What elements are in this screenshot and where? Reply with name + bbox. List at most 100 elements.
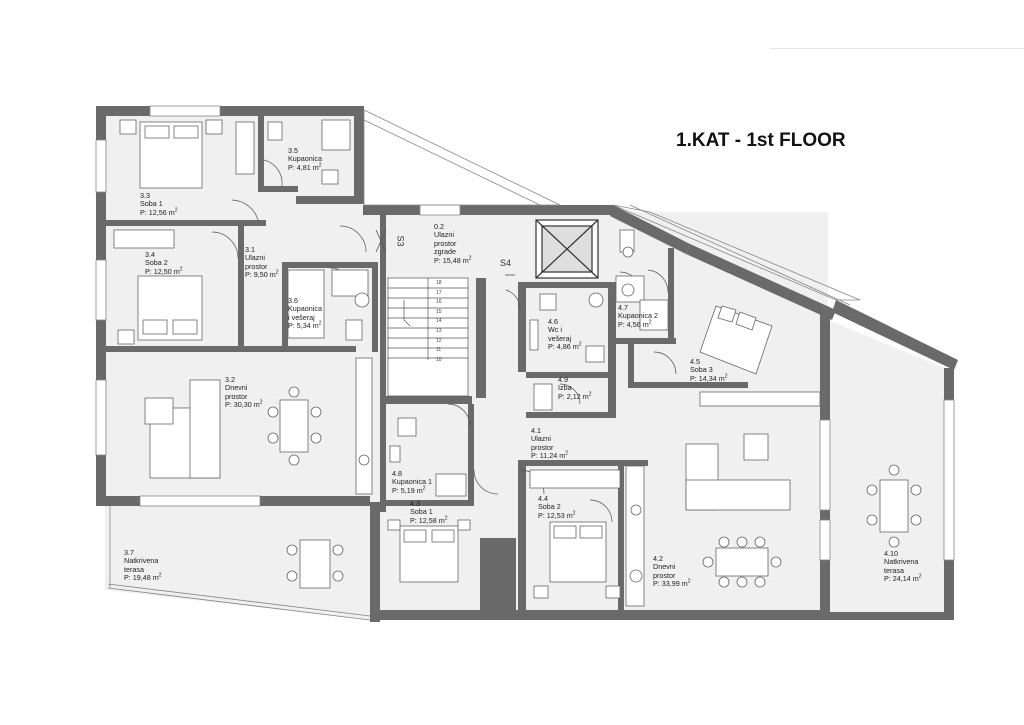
section-marker-s4: S4 — [500, 258, 512, 268]
room-name: Dnevni — [225, 383, 248, 393]
room-area: P: 2,12 m2 — [558, 391, 592, 401]
room-name: Kupaonica 1 — [392, 477, 432, 487]
header-rule — [770, 48, 1024, 49]
room-area: P: 24,14 m2 — [884, 573, 922, 584]
area-unit-superscript: 2 — [588, 391, 592, 398]
area-unit-superscript: 2 — [918, 573, 922, 580]
room-name: Natkrivena — [884, 557, 919, 567]
area-unit-superscript: 2 — [174, 207, 178, 214]
room-name: Soba 1 — [410, 507, 433, 517]
area-unit-superscript: 2 — [724, 373, 728, 380]
room-name: Soba 3 — [690, 365, 713, 375]
door-swings — [211, 159, 677, 523]
area-unit-superscript: 2 — [158, 572, 162, 579]
area-unit-superscript: 2 — [179, 266, 183, 273]
room-area: P: 12,58 m2 — [410, 515, 448, 525]
room-number: 3.3 — [140, 191, 150, 200]
interior-walls — [106, 116, 748, 612]
room-number: 3.6 — [288, 296, 298, 305]
room-name: Natkrivena — [124, 556, 159, 566]
area-unit-superscript: 2 — [565, 450, 569, 457]
room-name: Soba 1 — [140, 199, 163, 209]
room-number: 4.6 — [548, 317, 558, 326]
room-area: P: 11,24 m2 — [531, 450, 569, 461]
stair-step-number: 16 — [436, 299, 442, 306]
stair-step-number: 12 — [436, 337, 442, 344]
room-name: Ulazni — [434, 230, 454, 240]
area-unit-superscript: 2 — [318, 162, 322, 169]
room-area: P: 14,34 m2 — [690, 373, 728, 383]
room-name: prostor — [434, 238, 457, 248]
section-markers — [375, 229, 515, 276]
stair-step-number: 10 — [436, 356, 442, 363]
room-area: P: 9,50 m2 — [245, 269, 279, 280]
stair-step-number: 18 — [436, 280, 442, 286]
floor-title: 1.KAT - 1st FLOOR — [676, 130, 846, 151]
stair-step-number: 17 — [436, 289, 442, 296]
room-area: P: 15,48 m2 — [434, 255, 472, 265]
area-unit-superscript: 2 — [259, 399, 263, 406]
staircase — [387, 277, 469, 397]
area-unit-superscript: 2 — [468, 255, 472, 262]
room-area: P: 4,86 m2 — [548, 341, 582, 352]
room-number: 4.3 — [410, 499, 420, 508]
room-name: prostor — [245, 261, 268, 271]
room-name: vešeraj — [548, 333, 572, 343]
room-number: 0.2 — [434, 222, 444, 231]
stair-step-number: 11 — [436, 347, 442, 354]
room-area: P: 5,34 m2 — [288, 320, 322, 331]
room-number: 3.1 — [245, 245, 255, 254]
room-name: prostor — [653, 570, 676, 580]
area-unit-superscript: 2 — [572, 510, 576, 517]
room-area: P: 4,56 m2 — [618, 319, 652, 329]
room-name: terasa — [884, 565, 904, 575]
area-unit-superscript: 2 — [444, 515, 448, 522]
room-area: P: 12,50 m2 — [145, 266, 183, 276]
room-number: 4.5 — [690, 357, 700, 366]
room-area: P: 30,30 m2 — [225, 399, 263, 410]
room-name: Ulazni — [245, 253, 265, 263]
room-name: Ulazni — [531, 434, 551, 444]
room-name: Dnevni — [653, 562, 676, 572]
room-number: 3.2 — [225, 375, 235, 384]
area-unit-superscript: 2 — [687, 578, 691, 585]
room-number: 3.7 — [124, 548, 134, 557]
room-area: P: 12,53 m2 — [538, 510, 576, 520]
room-name: Wc i — [548, 325, 562, 335]
windows — [95, 105, 955, 561]
stair-step-number: 14 — [436, 318, 442, 325]
room-name: Soba 2 — [145, 258, 168, 268]
lift-shaft — [535, 219, 599, 279]
room-number: 4.8 — [392, 469, 402, 478]
room-area: P: 19,48 m2 — [124, 572, 162, 583]
section-marker-s3: S3 — [395, 235, 406, 247]
stair-step-number: 15 — [436, 308, 442, 315]
room-area: P: 33,99 m2 — [653, 578, 691, 589]
room-name: terasa — [124, 564, 144, 574]
stair-step-number: 13 — [436, 328, 442, 334]
room-number: 3.5 — [288, 146, 298, 155]
furniture — [113, 119, 922, 607]
area-unit-superscript: 2 — [275, 269, 279, 276]
room-name: Kupaonica 2 — [618, 311, 658, 321]
room-name: Soba 2 — [538, 502, 561, 512]
void-outline — [363, 109, 861, 306]
room-number: 3.4 — [145, 250, 155, 259]
room-number: 4.1 — [531, 426, 541, 435]
area-unit-superscript: 2 — [648, 319, 652, 326]
